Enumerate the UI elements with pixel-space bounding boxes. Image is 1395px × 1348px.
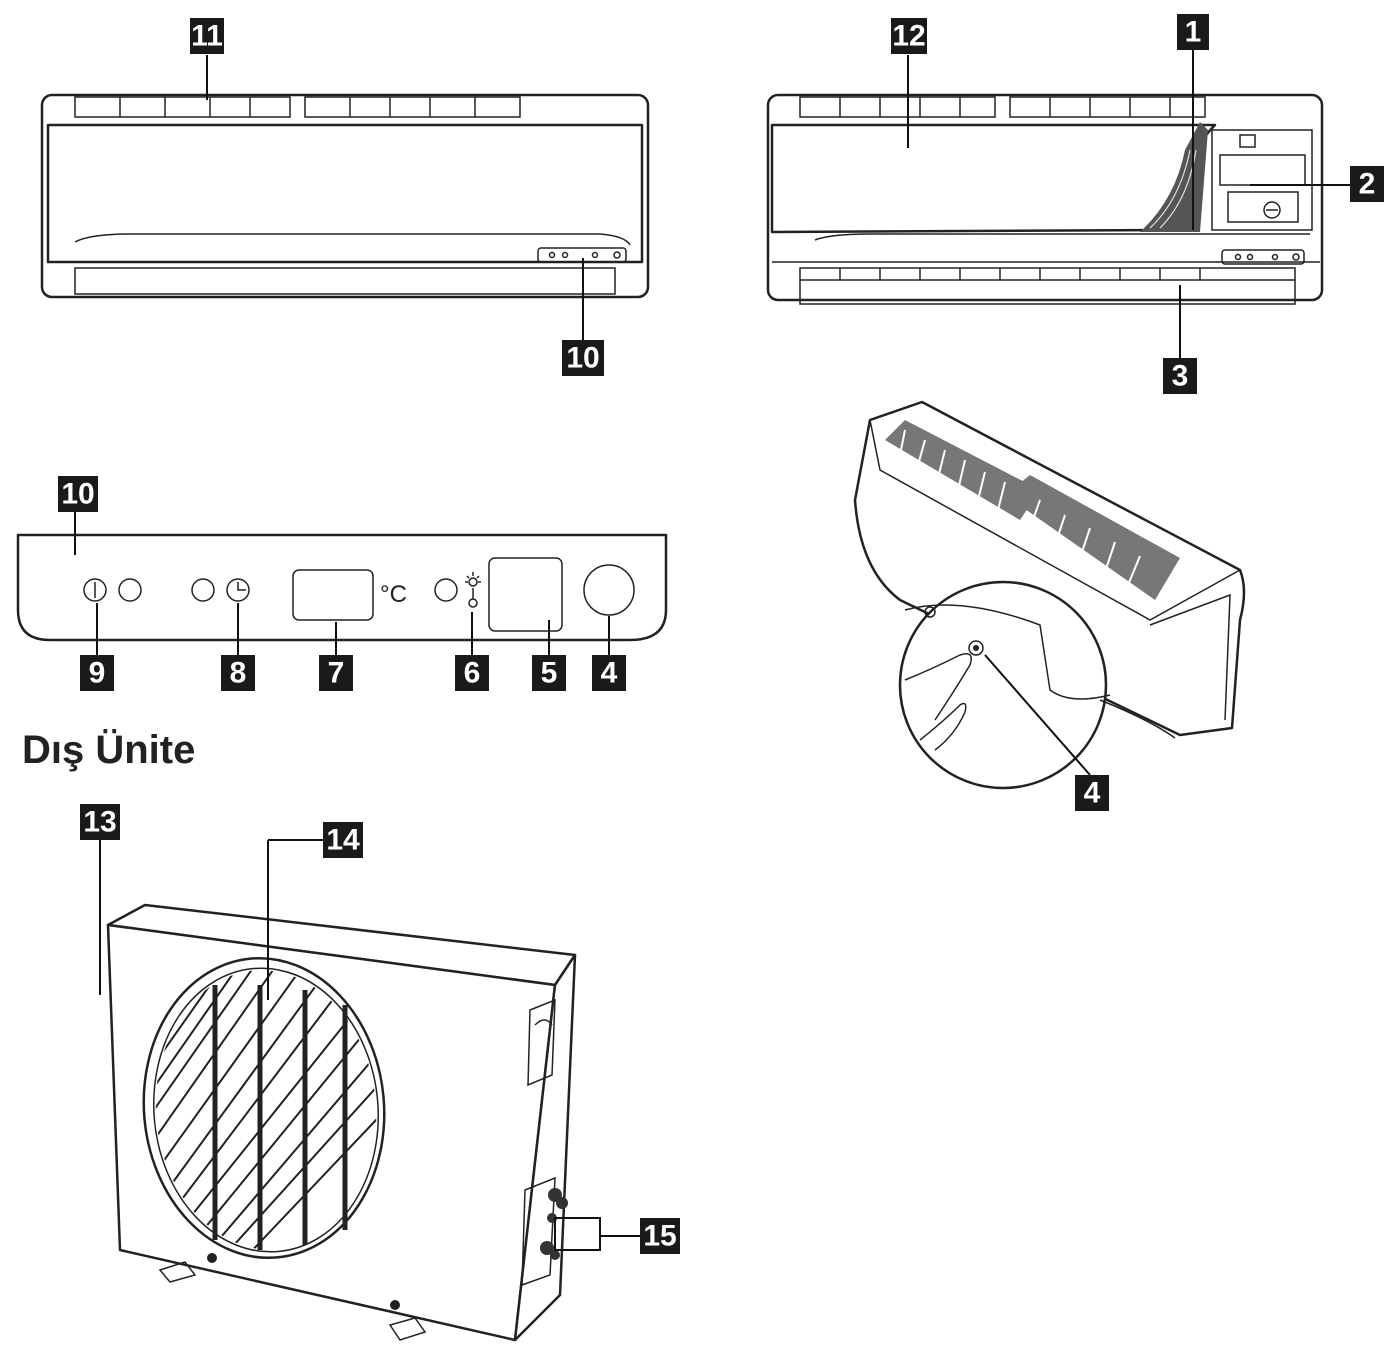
emergency-button [583,564,635,616]
svg-text:5: 5 [541,657,558,690]
air-filter [1140,122,1208,232]
fan-grille [142,956,386,1260]
callout-9: 9 [80,655,114,691]
callout-10-unit: 10 [562,340,604,376]
svg-text:8: 8 [230,657,247,690]
callout-11: 11 [190,18,224,54]
callout-12: 12 [891,18,927,54]
remote-signal-receiver [488,557,563,632]
outdoor-unit [99,839,640,1342]
callout-5: 5 [532,655,566,691]
callout-3: 3 [1163,358,1197,394]
svg-text:3: 3 [1172,360,1189,393]
svg-text:6: 6 [464,657,481,690]
svg-text:11: 11 [191,20,223,53]
callout-7: 7 [319,655,353,691]
svg-text:4: 4 [601,657,618,690]
timer-indicator [191,578,250,602]
finger-pressing-icon [904,653,972,751]
control-panel-detail: °C [16,510,668,655]
callout-10-panel: 10 [58,476,98,512]
emergency-button-closeup [853,400,1246,790]
air-deflector-louver [799,267,1296,305]
indoor-unit-front [40,55,650,340]
operation-indicator [434,572,481,608]
callout-14: 14 [323,822,363,858]
top-air-inlet-grille [119,97,476,117]
magnifier-circle [898,580,1108,790]
svg-text:4: 4 [1084,777,1101,810]
callout-8: 8 [221,655,255,691]
service-valves-cover [521,1176,556,1287]
temperature-display [292,569,374,621]
svg-text:10: 10 [61,478,94,511]
svg-text:13: 13 [83,806,116,839]
callout-1: 1 [1177,14,1209,50]
temperature-unit-label: °C [380,581,407,608]
callout-4-panel: 4 [592,655,626,691]
svg-text:1: 1 [1185,16,1202,49]
electronics-compartment [1211,129,1313,231]
svg-text:14: 14 [326,824,360,857]
indoor-unit-open [766,48,1350,358]
power-indicator [83,578,142,602]
callout-2: 2 [1350,166,1384,202]
svg-text:9: 9 [89,657,106,690]
service-valves [540,1188,568,1260]
svg-text:15: 15 [643,1220,676,1253]
callout-4-closeup: 4 [1075,775,1109,811]
callout-6: 6 [455,655,489,691]
svg-text:2: 2 [1359,168,1376,201]
callout-15: 15 [640,1218,680,1254]
svg-text:7: 7 [328,657,345,690]
svg-text:12: 12 [892,20,925,53]
svg-text:10: 10 [566,342,599,375]
callout-13: 13 [80,804,120,840]
outdoor-unit-title: Dış Ünite [22,728,196,772]
sun-thermometer-icon [465,572,481,608]
